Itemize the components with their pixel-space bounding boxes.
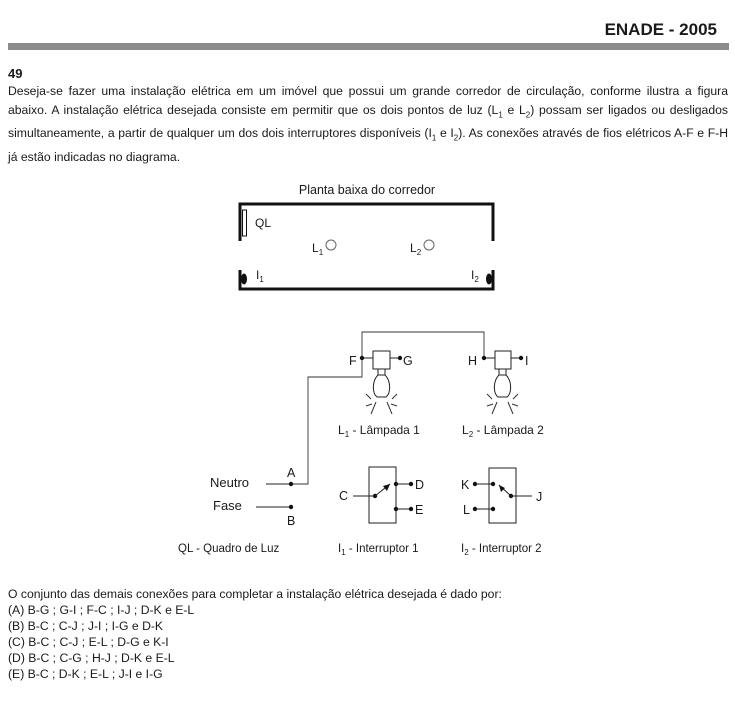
lamp-2-icon xyxy=(481,350,524,415)
terminal-E-label: E xyxy=(415,503,423,517)
plan-title: Planta baixa do corredor xyxy=(299,183,435,197)
stmt-sub: 2 xyxy=(453,133,459,143)
stmt-part: ) possam ser ligados ou desligados simul… xyxy=(8,103,728,141)
terminal-L-label: L xyxy=(463,503,470,517)
fase-label: Fase xyxy=(213,498,242,513)
stmt-part: ). As conexões através de fios elétricos… xyxy=(8,126,728,164)
terminal-K-label: K xyxy=(461,478,470,492)
option-e: (E) B-C ; D-K ; E-L ; J-I e I-G xyxy=(8,667,163,681)
terminal-F-label: F xyxy=(349,354,357,368)
question-number: 49 xyxy=(8,66,23,81)
switch-2-icon xyxy=(472,467,532,524)
stmt-sub: 1 xyxy=(498,110,503,120)
plan-i2-label: I2 xyxy=(471,268,479,284)
plan-i1-label: I1 xyxy=(256,268,264,284)
terminal-D-label: D xyxy=(415,478,424,492)
lamp-2-caption: L2 - Lâmpada 2 xyxy=(462,423,544,439)
question-statement: Deseja-se fazer uma instalação elétrica … xyxy=(8,82,728,167)
lamp-1-icon xyxy=(359,350,403,415)
stmt-part: e L xyxy=(502,103,526,117)
option-d: (D) B-C ; C-G ; H-J ; D-K e E-L xyxy=(8,651,175,665)
terminal-J-label: J xyxy=(536,490,542,504)
header-rule xyxy=(8,43,729,50)
switch-1-icon xyxy=(353,466,414,524)
wiring-diagram: Planta baixa do corredor QL L1 L2 I1 I2 … xyxy=(178,183,544,557)
terminal-B-dot xyxy=(288,504,294,510)
terminal-A-dot xyxy=(288,481,294,487)
plan-ql-label: QL xyxy=(255,216,271,230)
stmt-part: Deseja-se fazer uma instalação elétrica … xyxy=(8,84,728,117)
light-point-2-icon xyxy=(423,239,435,251)
terminal-B-label: B xyxy=(287,514,295,528)
neutro-label: Neutro xyxy=(210,475,249,490)
stmt-part: e I xyxy=(436,126,454,141)
ql-caption: QL - Quadro de Luz xyxy=(178,543,279,555)
option-b: (B) B-C ; C-J ; J-I ; I-G e D-K xyxy=(8,619,164,633)
stmt-sub: 2 xyxy=(525,110,531,120)
plan-l2-label: L2 xyxy=(410,241,422,257)
switch-2-plan-icon xyxy=(486,273,492,285)
answer-section: O conjunto das demais conexões para comp… xyxy=(8,586,502,682)
corridor-top-wall xyxy=(238,202,495,241)
terminal-I-label: I xyxy=(525,354,528,368)
ql-panel-icon xyxy=(242,209,247,237)
terminal-C-label: C xyxy=(339,489,348,503)
switch-2-caption: I2 - Interruptor 2 xyxy=(461,543,542,557)
switch-1-caption: I1 - Interruptor 1 xyxy=(338,543,419,557)
existing-wires xyxy=(291,331,485,485)
lamp-1-caption: L1 - Lâmpada 1 xyxy=(338,423,420,439)
exam-title: ENADE - 2005 xyxy=(604,20,717,39)
corridor-bottom-wall xyxy=(238,270,495,291)
terminal-G-label: G xyxy=(403,354,413,368)
option-c: (C) B-C ; C-J ; E-L ; D-G e K-I xyxy=(8,635,169,649)
option-a: (A) B-G ; G-I ; F-C ; I-J ; D-K e E-L xyxy=(8,603,195,617)
page-header: ENADE - 2005 xyxy=(0,0,735,52)
switch-1-plan-icon xyxy=(241,273,247,285)
light-point-1-icon xyxy=(325,239,337,251)
terminal-A-label: A xyxy=(287,466,296,480)
answer-prompt: O conjunto das demais conexões para comp… xyxy=(8,587,502,601)
stmt-sub: 1 xyxy=(431,133,437,143)
plan-l1-label: L1 xyxy=(312,241,324,257)
terminal-H-label: H xyxy=(468,354,477,368)
